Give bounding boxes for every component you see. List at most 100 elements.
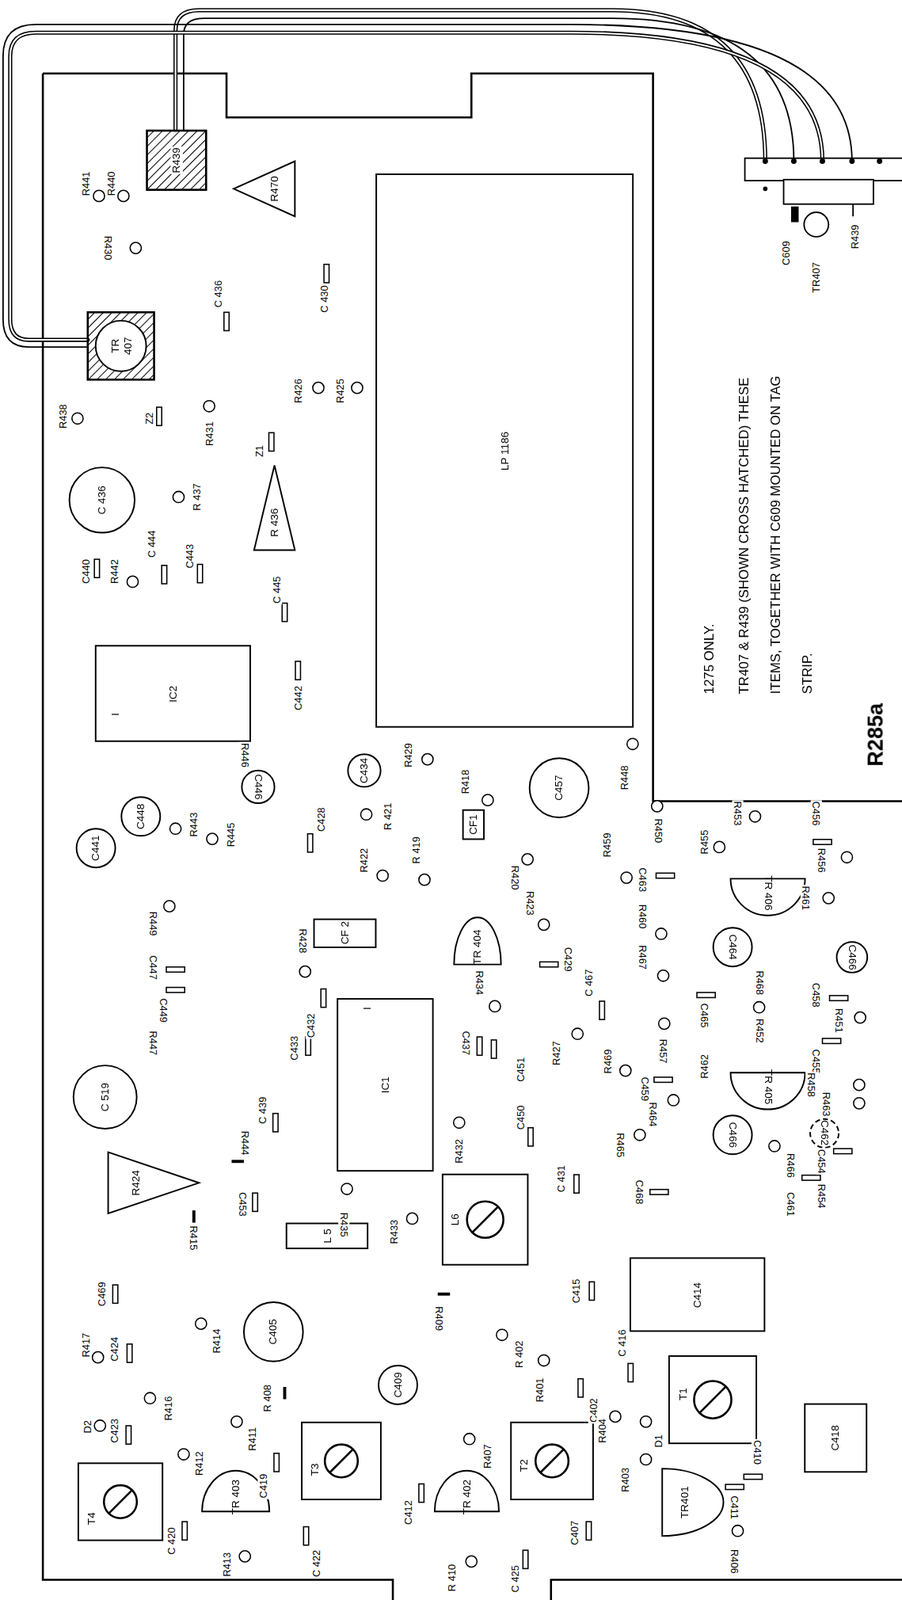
capacitor-symbol bbox=[655, 872, 674, 878]
pad-circle bbox=[453, 1116, 465, 1128]
component-reference: R443 bbox=[188, 810, 200, 838]
part-label: TR 404 bbox=[471, 929, 484, 965]
component-reference: R 421 bbox=[382, 801, 394, 831]
component-reference: R428 bbox=[297, 927, 309, 954]
part-label: C462 bbox=[818, 1119, 831, 1146]
pad-circle bbox=[749, 810, 761, 823]
tag-strip-body bbox=[745, 158, 902, 181]
pad-circle bbox=[640, 1453, 652, 1465]
pad-circle bbox=[117, 190, 130, 202]
component-reference: R442 bbox=[108, 558, 120, 585]
component-reference: R462 bbox=[698, 1053, 710, 1080]
pad-circle bbox=[144, 1392, 156, 1404]
board-edge bbox=[42, 73, 393, 1600]
component-reference: R431 bbox=[203, 420, 215, 447]
part-label: L6 bbox=[449, 1213, 461, 1226]
capacitor-symbol bbox=[490, 1039, 496, 1059]
pad-circle bbox=[651, 800, 663, 812]
component-triL: R470 bbox=[232, 159, 297, 217]
pad-circle bbox=[93, 190, 105, 202]
board-edge bbox=[42, 73, 902, 802]
component-rect: LP 1186 bbox=[375, 173, 634, 728]
capacitor-symbol bbox=[813, 839, 832, 845]
component-reference: C455 bbox=[810, 1047, 823, 1074]
capacitor-symbol bbox=[320, 989, 326, 1008]
part-label: IC2 bbox=[167, 685, 179, 702]
pad-circle bbox=[92, 1351, 104, 1363]
note-text: TR407 & R439 (SHOWN CROSS HATCHED) THESE… bbox=[727, 356, 823, 696]
capacitor-outline bbox=[69, 467, 135, 533]
capacitor-symbol bbox=[303, 1526, 309, 1546]
pad-circle bbox=[72, 412, 84, 424]
resistor-symbol bbox=[283, 1386, 287, 1399]
component-reference: C437 bbox=[460, 1029, 472, 1056]
pad-circle bbox=[422, 753, 434, 765]
component-reference: C453 bbox=[237, 1191, 249, 1218]
component-outline bbox=[337, 998, 433, 1171]
capacitor-symbol bbox=[323, 264, 329, 283]
pad-circle bbox=[351, 382, 363, 394]
component-xfmr: T4 bbox=[77, 1461, 164, 1541]
core-slot bbox=[540, 1449, 564, 1473]
component-reference: C 416 bbox=[616, 1328, 628, 1358]
component-reference: R 419 bbox=[411, 835, 423, 865]
component-reference: C463 bbox=[637, 866, 649, 893]
part-label: C464 bbox=[726, 934, 739, 960]
part-label: I bbox=[109, 711, 122, 716]
pad-circle bbox=[312, 382, 324, 394]
component-reference: R417 bbox=[79, 1332, 92, 1359]
capacitor-symbol bbox=[476, 1036, 482, 1055]
component-reference: C 444 bbox=[146, 529, 158, 559]
coil-core bbox=[324, 1444, 358, 1478]
component-xfmr: T3 bbox=[300, 1421, 382, 1500]
resistor-symbol bbox=[437, 1292, 450, 1296]
component-reference: TR407 bbox=[810, 261, 823, 294]
core-slot bbox=[329, 1449, 353, 1473]
part-label: T4 bbox=[86, 1511, 99, 1525]
component-reference: R468 bbox=[754, 969, 766, 996]
component-rect: CF 2 bbox=[313, 917, 377, 948]
tag bbox=[820, 159, 825, 164]
component-reference: R441 bbox=[79, 170, 92, 197]
component-reference: C432 bbox=[305, 1012, 317, 1039]
component-reference: D1 bbox=[652, 1433, 664, 1449]
component-reference: C449 bbox=[157, 997, 169, 1024]
wire-cables bbox=[3, 10, 853, 347]
pad-circle bbox=[853, 1097, 865, 1109]
capacitor-symbol bbox=[295, 661, 301, 680]
component-reference: R440 bbox=[105, 170, 117, 197]
capacitor-symbol bbox=[574, 1174, 579, 1193]
part-label: LP 1186 bbox=[498, 430, 511, 470]
component-reference: R446 bbox=[239, 742, 251, 769]
capacitor-symbol bbox=[224, 312, 229, 331]
pad-circle bbox=[231, 1415, 243, 1428]
tag bbox=[763, 186, 767, 191]
coil-core bbox=[467, 1201, 504, 1238]
capacitor-outline bbox=[837, 941, 868, 973]
capacitor-outline bbox=[713, 1115, 753, 1154]
pad-circle bbox=[655, 928, 667, 940]
part-label: C446 bbox=[252, 773, 265, 800]
component-reference: R430 bbox=[102, 234, 114, 261]
component-reference: R409 bbox=[433, 1305, 445, 1332]
component-reference: C454 bbox=[815, 1148, 827, 1175]
capacitor-outline bbox=[347, 753, 381, 787]
component-reference: R447 bbox=[147, 1029, 159, 1056]
pad-circle bbox=[489, 1000, 501, 1012]
capacitor-symbol bbox=[156, 407, 162, 426]
pad-circle bbox=[854, 1012, 866, 1024]
pad-circle bbox=[538, 1354, 550, 1366]
component-reference: R459 bbox=[601, 831, 613, 858]
part-label: C457 bbox=[553, 775, 566, 801]
pad-circle bbox=[464, 1433, 476, 1445]
pad-circle bbox=[640, 1415, 652, 1428]
hatched-outline bbox=[87, 312, 155, 380]
preset-outline bbox=[254, 465, 296, 551]
component-reference: C419 bbox=[257, 1472, 269, 1499]
component-circle: C448 bbox=[120, 795, 162, 838]
component-reference: R445 bbox=[224, 821, 236, 848]
component-rect: IC1I bbox=[336, 997, 434, 1172]
component-reference: C429 bbox=[563, 945, 575, 972]
pad-circle bbox=[753, 1001, 765, 1013]
capacitor-symbol bbox=[161, 565, 167, 584]
